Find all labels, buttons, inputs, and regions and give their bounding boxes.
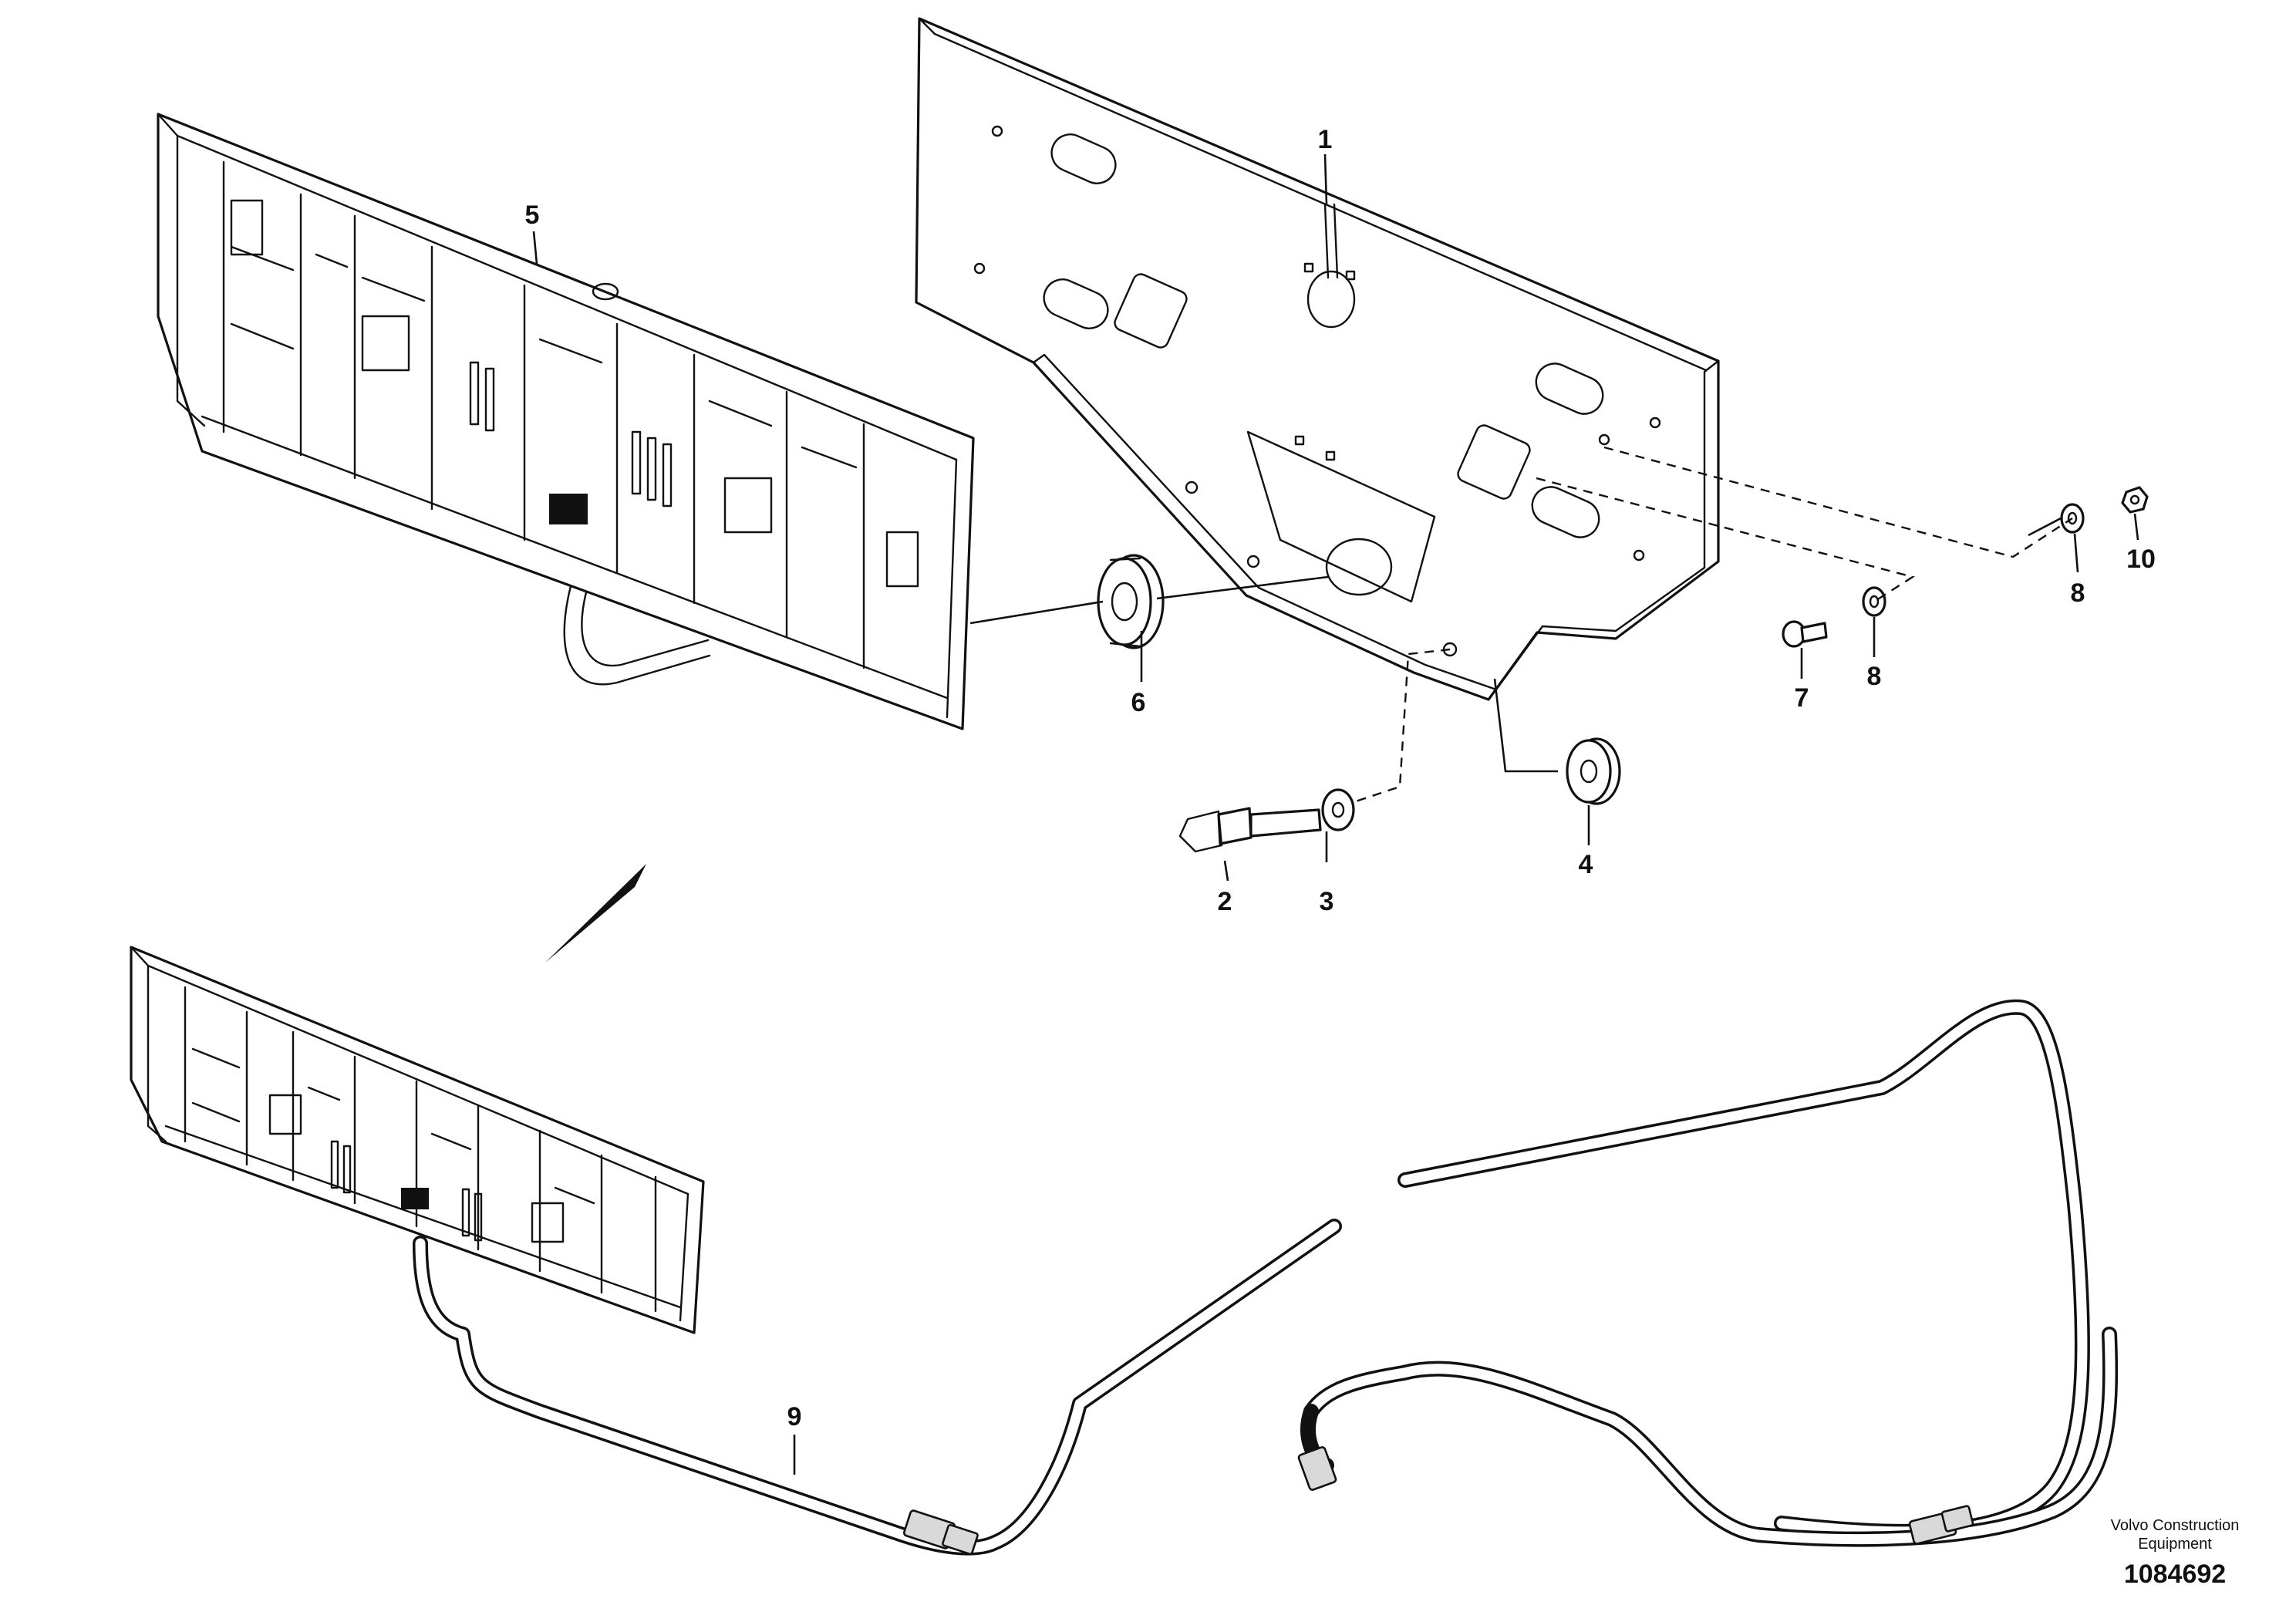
assembly-line-bolt: [1353, 648, 1451, 804]
plate-holder-lower[interactable]: [130, 946, 705, 1334]
callout-1: 1: [1318, 125, 1333, 154]
grommet-large[interactable]: [1097, 554, 1165, 649]
callout-7: 7: [1795, 683, 1809, 713]
screw[interactable]: [1782, 620, 1828, 648]
assembly-line-grommet: [1493, 678, 1558, 773]
bolt[interactable]: [1178, 807, 1322, 853]
callout-8-lower: 8: [1867, 662, 1882, 691]
callout-10: 10: [2126, 545, 2156, 574]
cable-harness[interactable]: [413, 999, 2119, 1556]
leader-6c: [1156, 575, 1329, 600]
leader-10: [2133, 513, 2139, 541]
leader-6b: [969, 600, 1104, 625]
plate-holder-upper[interactable]: [157, 113, 975, 730]
mounting-bracket-plate[interactable]: [915, 17, 1720, 701]
nut[interactable]: [2121, 486, 2149, 514]
view-direction-arrow: [545, 864, 646, 963]
leader-1: [1323, 153, 1328, 205]
callout-6: 6: [1131, 688, 1146, 717]
assembly-line-upper: [1603, 446, 2073, 558]
leader-8b: [2073, 533, 2079, 573]
assembly-line-lower: [1536, 477, 1915, 603]
leader-2: [1223, 860, 1229, 882]
washer-3[interactable]: [1321, 788, 1355, 831]
leader-8c: [2028, 517, 2062, 537]
drawing-number: 1084692: [2124, 1560, 2226, 1589]
callout-8-upper: 8: [2071, 578, 2085, 608]
callout-4: 4: [1579, 850, 1593, 879]
callout-9: 9: [787, 1402, 802, 1431]
callout-2: 2: [1218, 887, 1232, 916]
callout-3: 3: [1320, 887, 1334, 916]
callout-5: 5: [525, 201, 540, 230]
brand-line-1: Volvo Construction: [2111, 1517, 2240, 1534]
grommet-small[interactable]: [1566, 737, 1621, 805]
brand-line-2: Equipment: [2138, 1536, 2212, 1553]
washer-8-lower[interactable]: [1862, 586, 1886, 617]
leader-5: [532, 231, 538, 265]
